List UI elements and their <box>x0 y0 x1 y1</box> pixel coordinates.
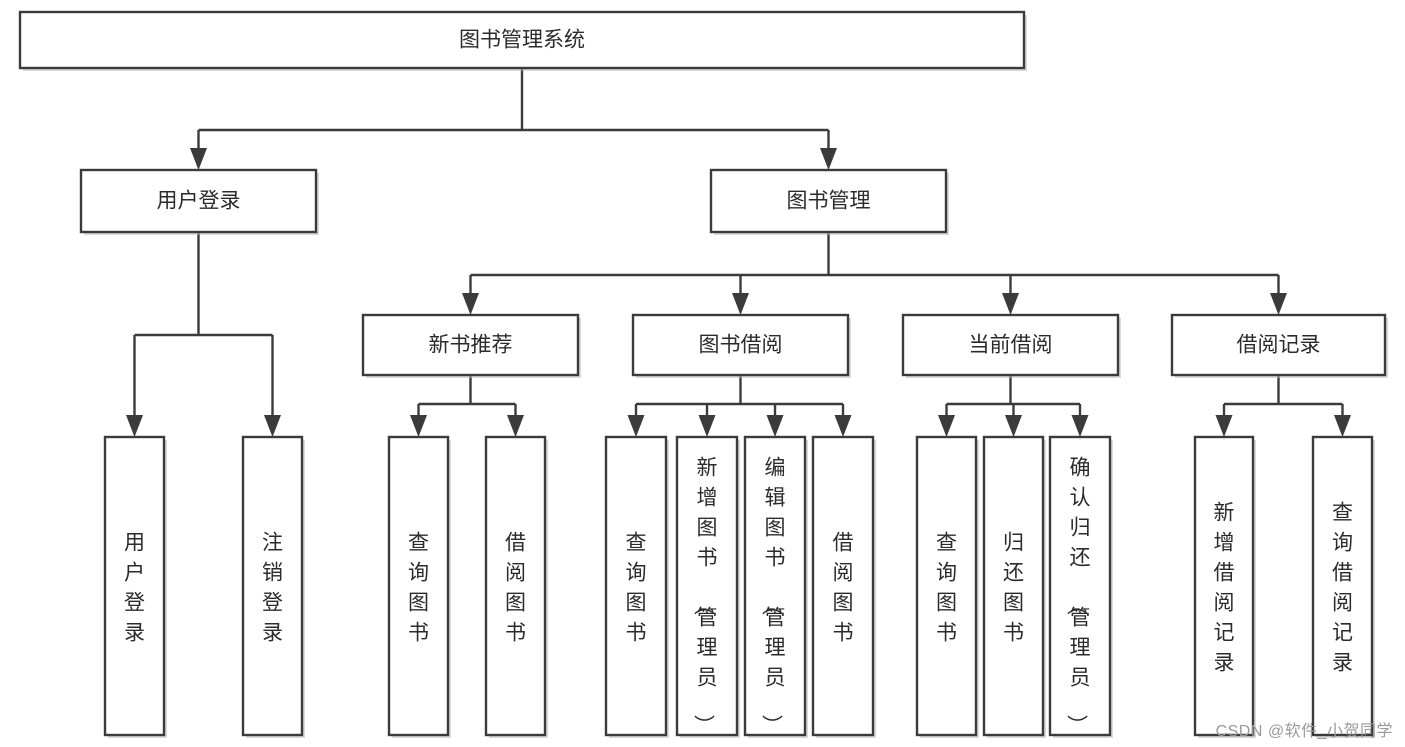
node-label: 当前借阅 <box>969 334 1053 357</box>
edge-layer <box>126 68 1351 437</box>
node-leaf-borrow-book-rec[interactable]: 借阅图书 <box>484 435 548 738</box>
node-leaf-edit-book[interactable]: 编辑图书（管理员） <box>743 435 808 738</box>
node-leaf-query-book-cur[interactable]: 查询图书 <box>915 435 979 738</box>
node-label: 归还图书 <box>1003 531 1024 644</box>
node-label: 用户登录 <box>157 190 241 213</box>
node-layer: 图书管理系统用户登录图书管理新书推荐图书借阅当前借阅借阅记录用户登录注销登录查询… <box>18 10 1388 738</box>
node-current-borrow[interactable]: 当前借阅 <box>901 313 1121 378</box>
node-root[interactable]: 图书管理系统 <box>18 10 1027 71</box>
node-leaf-query-book[interactable]: 查询图书 <box>604 435 669 738</box>
node-leaf-confirm-return[interactable]: 确认归还（管理员） <box>1048 435 1113 738</box>
node-label: 用户登录 <box>124 531 145 644</box>
node-label: 编辑图书（管理员） <box>760 456 786 735</box>
node-new-book-rec[interactable]: 新书推荐 <box>361 313 581 378</box>
node-label: 图书管理 <box>787 190 871 213</box>
node-label: 新增图书（管理员） <box>692 456 718 735</box>
node-leaf-add-record[interactable]: 新增借阅记录 <box>1193 435 1256 738</box>
node-label: 借阅图书 <box>505 531 526 644</box>
node-leaf-return-book[interactable]: 归还图书 <box>982 435 1046 738</box>
node-label: 注销登录 <box>262 531 283 644</box>
node-book-borrow[interactable]: 图书借阅 <box>631 313 851 378</box>
node-leaf-add-book[interactable]: 新增图书（管理员） <box>675 435 740 738</box>
node-leaf-query-book-rec[interactable]: 查询图书 <box>387 435 451 738</box>
node-label: 新书推荐 <box>429 334 513 357</box>
node-label: 借阅记录 <box>1237 334 1321 357</box>
node-label: 图书借阅 <box>699 334 783 357</box>
node-book-manage[interactable]: 图书管理 <box>709 168 949 235</box>
node-label: 图书管理系统 <box>459 29 585 52</box>
node-user-login[interactable]: 用户登录 <box>79 168 319 235</box>
node-label: 查询图书 <box>936 531 957 644</box>
node-borrow-record[interactable]: 借阅记录 <box>1170 313 1388 378</box>
node-label: 查询借阅记录 <box>1332 501 1353 674</box>
node-leaf-query-record[interactable]: 查询借阅记录 <box>1311 435 1375 738</box>
node-leaf-borrow-book[interactable]: 借阅图书 <box>811 435 876 738</box>
node-label: 确认归还（管理员） <box>1065 456 1091 735</box>
node-leaf-user-login[interactable]: 用户登录 <box>103 435 167 738</box>
node-label: 新增借阅记录 <box>1214 501 1235 674</box>
node-leaf-user-logout[interactable]: 注销登录 <box>241 435 305 738</box>
node-label: 查询图书 <box>408 531 429 644</box>
node-label: 查询图书 <box>626 531 647 644</box>
node-label: 借阅图书 <box>833 531 854 644</box>
